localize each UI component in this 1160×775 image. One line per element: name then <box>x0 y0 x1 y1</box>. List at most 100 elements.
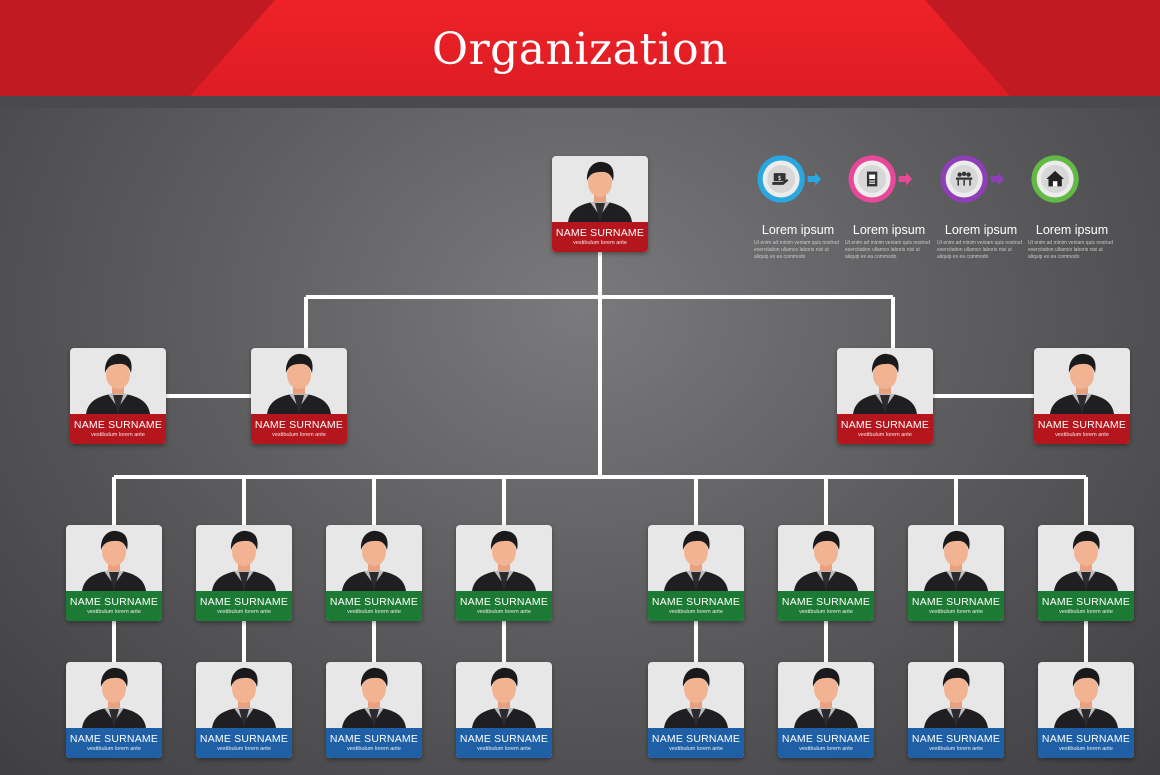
document-icon <box>866 171 878 187</box>
arrow-right-icon <box>898 172 913 186</box>
person-avatar-icon <box>342 667 406 728</box>
person-name: NAME SURNAME <box>911 596 1001 608</box>
person-avatar-icon <box>924 530 988 591</box>
person-name: NAME SURNAME <box>69 596 159 608</box>
page-title: Organization <box>432 24 728 75</box>
avatar <box>778 662 874 728</box>
person-subtitle: vestibulum lorem ante <box>573 240 627 246</box>
person-avatar-icon <box>664 667 728 728</box>
step-title: Lorem ipsum <box>852 223 926 237</box>
person-name: NAME SURNAME <box>781 596 871 608</box>
avatar <box>648 662 744 728</box>
person-name: NAME SURNAME <box>329 596 419 608</box>
step-body: Ut enim ad minim veniam quis nostrud exe… <box>1028 240 1114 260</box>
drop-member-3 <box>372 621 376 662</box>
person-avatar-icon <box>568 161 632 222</box>
person-avatar-icon <box>1050 353 1114 414</box>
drop-member-1 <box>112 621 116 662</box>
drop-team-1 <box>112 477 116 525</box>
person-avatar-icon <box>664 530 728 591</box>
person-name: NAME SURNAME <box>73 419 163 431</box>
step-title: Lorem ipsum <box>944 223 1018 237</box>
avatar <box>908 662 1004 728</box>
person-name: NAME SURNAME <box>651 733 741 745</box>
person-subtitle: vestibulum lorem ante <box>669 609 723 615</box>
person-subtitle: vestibulum lorem ante <box>477 746 531 752</box>
person-name: NAME SURNAME <box>1037 419 1127 431</box>
link-left-outer <box>165 394 252 398</box>
drop-team-5 <box>694 477 698 525</box>
person-avatar-icon <box>794 667 858 728</box>
manager-bus-line <box>306 295 893 299</box>
drop-team-4 <box>502 477 506 525</box>
drop-member-4 <box>502 621 506 662</box>
drop-team-8 <box>1084 477 1088 525</box>
person-subtitle: vestibulum lorem ante <box>91 432 145 438</box>
avatar <box>456 525 552 591</box>
drop-team-6 <box>824 477 828 525</box>
person-subtitle: vestibulum lorem ante <box>477 609 531 615</box>
person-name: NAME SURNAME <box>651 596 741 608</box>
person-subtitle: vestibulum lorem ante <box>1059 609 1113 615</box>
person-name: NAME SURNAME <box>254 419 344 431</box>
person-avatar-icon <box>1054 667 1118 728</box>
person-avatar-icon <box>86 353 150 414</box>
person-avatar-icon <box>472 530 536 591</box>
drop-member-5 <box>694 621 698 662</box>
person-subtitle: vestibulum lorem ante <box>929 609 983 615</box>
arrow-right-icon <box>990 172 1005 186</box>
person-name: NAME SURNAME <box>199 596 289 608</box>
home-icon <box>1046 170 1064 187</box>
step-ring: $ <box>757 155 822 203</box>
person-subtitle: vestibulum lorem ante <box>272 432 326 438</box>
person-subtitle: vestibulum lorem ante <box>1059 746 1113 752</box>
person-avatar-icon <box>212 530 276 591</box>
step-body: Ut enim ad minim veniam quis nostrud exe… <box>754 240 840 260</box>
person-subtitle: vestibulum lorem ante <box>669 746 723 752</box>
money-hand-icon: $ <box>772 173 789 185</box>
drop-team-2 <box>242 477 246 525</box>
drop-member-8 <box>1084 621 1088 662</box>
person-subtitle: vestibulum lorem ante <box>799 609 853 615</box>
person-name: NAME SURNAME <box>459 733 549 745</box>
person-name: NAME SURNAME <box>1041 596 1131 608</box>
drop-left-inner <box>304 297 308 348</box>
person-name: NAME SURNAME <box>911 733 1001 745</box>
drop-team-3 <box>372 477 376 525</box>
person-avatar-icon <box>853 353 917 414</box>
link-right-outer <box>932 394 1034 398</box>
